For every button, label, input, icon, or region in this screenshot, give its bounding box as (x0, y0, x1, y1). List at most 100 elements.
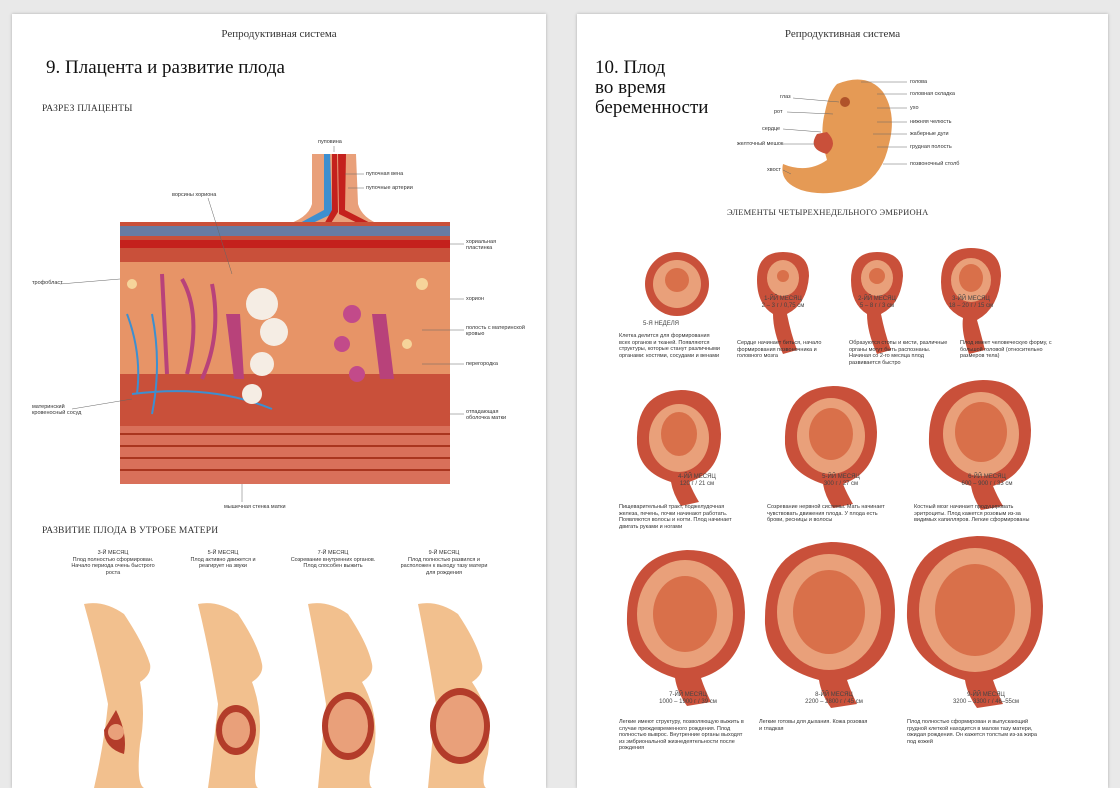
fetus-month-4 (636, 390, 721, 506)
row2-caption-3: Костный мозг начинает продуцировать эрит… (914, 504, 1030, 523)
label-chorionic-villi: ворсины хориона (172, 192, 217, 198)
left-page-header: Репродуктивная система (221, 28, 337, 40)
stage-9-text: Плод полностью развился и расположен к в… (400, 556, 488, 576)
fetus-month-7 (626, 550, 745, 706)
label-maternal-vessel: материнский кровеносный сосуд (32, 404, 82, 416)
row3-caption-3: Плод полностью сформирован и выпускающий… (907, 719, 1037, 745)
row2-caption-2: Созревание нервной системы. Мать начинае… (767, 504, 885, 523)
row1-month-4-size: 18 – 20 г / 15 см (948, 303, 994, 309)
right-page: Репродуктивная система 10. Плод во время… (577, 14, 1108, 788)
fetus-month-2 (851, 252, 903, 354)
stage-7-caption: 7-Й МЕСЯЦ Созревание внутренних органов.… (288, 550, 378, 570)
fetus-row-2 (636, 380, 1031, 510)
label-muscle-wall: мышечная стенка матки (224, 504, 286, 510)
row2-month-1-label: 4-ЙЙ МЕСЯЦ (678, 474, 716, 480)
row1-month-4-label: 3-ЙЙ МЕСЯЦ (952, 296, 990, 302)
label-umbilical-cord: пуповина (318, 139, 342, 145)
row3-month-1-size: 1000 – 1900 г / 39 см (659, 699, 717, 705)
right-page-header: Репродуктивная система (784, 28, 901, 40)
row1-month-3-size: 5 – 8 г / 3 см (859, 303, 895, 309)
placenta-section-heading: РАЗРЕЗ ПЛАЦЕНТЫ (42, 104, 133, 114)
fetus-month-5 (784, 386, 877, 508)
row1-month-2-label: 1-ЙЙ МЕСЯЦ (764, 296, 802, 302)
row2-month-3-size: 600 – 900 г / 33 см (961, 481, 1013, 487)
label-head: голова (910, 79, 928, 85)
torso-month-7 (308, 603, 376, 788)
row3-month-2-label: 8-ЙЙ МЕСЯЦ (815, 692, 853, 698)
label-mouth: рот (774, 109, 783, 115)
label-heart: сердце (762, 126, 781, 132)
fetus-month-6 (928, 380, 1031, 510)
placenta-block (120, 222, 450, 484)
label-head-fold: головная складка (910, 91, 955, 97)
stage-7-month: 7-Й МЕСЯЦ (317, 550, 349, 556)
stage-9-caption: 9-Й МЕСЯЦ Плод полностью развился и расп… (398, 550, 490, 576)
label-ear: ухо (910, 105, 919, 111)
fetus-month-8 (764, 542, 895, 708)
row1-month-1: 5-Я НЕДЕЛЯ (642, 321, 679, 327)
row3-caption-2: Легкие готовы для дыхания. Кожа розовая … (759, 719, 868, 732)
row1-month-3-label: 2-ЙЙ МЕСЯЦ (858, 296, 896, 302)
stage-9-month: 9-Й МЕСЯЦ (428, 550, 460, 556)
right-title-line-2: во время (595, 77, 666, 98)
embryo-illustration (782, 79, 907, 194)
label-lower-jaw: нижняя челюсть (910, 119, 952, 125)
umbilical-cord-illustration (282, 154, 384, 232)
stage-7-text: Созревание внутренних органов. Плод спос… (290, 556, 376, 570)
development-section-heading: РАЗВИТИЕ ПЛОДА В УТРОБЕ МАТЕРИ (42, 526, 219, 536)
embryo-section-heading: ЭЛЕМЕНТЫ ЧЕТЫРЕХНЕДЕЛЬНОГО ЭМБРИОНА (727, 207, 929, 217)
torso-month-5 (198, 603, 263, 788)
label-chorionic-plate: хориальная пластинка (466, 239, 497, 251)
row2-month-2-size: 300 г / 27 см (823, 481, 859, 487)
label-yolk-sac: желточный мешок (737, 141, 784, 147)
label-chorion: хорион (466, 296, 484, 302)
stage-3-text: Плод полностью сформирован. Начало перио… (71, 556, 155, 576)
row2-month-2-label: 5-ЙЙ МЕСЯЦ (822, 474, 860, 480)
label-decidua: отпадающая оболочка матки (466, 409, 507, 421)
row2-month-1-size: 120 г / 21 см (679, 481, 715, 487)
right-title-line-1: 10. Плод (595, 57, 666, 78)
label-maternal-blood-cavity: полость с материнской кровью (466, 325, 525, 337)
stage-5-text: Плод активно движется и реагирует на зву… (190, 556, 256, 570)
fetus-row-1 (645, 248, 1001, 354)
fetus-month-3 (941, 248, 1001, 354)
row3-month-3-label: 9-ЙЙ МЕСЯЦ (967, 692, 1005, 698)
stage-3-month: 3-Й МЕСЯЦ (97, 550, 129, 556)
label-gill-arches: жаберные дуги (910, 131, 949, 137)
label-eye: глаз (780, 94, 791, 100)
torso-month-3 (84, 603, 151, 788)
left-page: Репродуктивная система 9. Плацента и раз… (12, 14, 546, 788)
row3-caption-1: Легкие имеют структуру, позволяющую выжи… (619, 719, 744, 751)
torso-month-9 (418, 603, 490, 788)
row2-month-3-label: 6-ЙЙ МЕСЯЦ (968, 474, 1006, 480)
label-spine: позвоночный столб (910, 161, 960, 167)
label-umbilical-arteries: пупочные артерии (366, 185, 413, 191)
pregnancy-torsos (84, 603, 490, 788)
row3-month-3-size: 3200 – 3300 г / 46–55см (952, 699, 1020, 705)
label-umbilical-vein: пупочная вена (366, 171, 404, 177)
row1-month-2-size: 2 – 3 г / 0,75 см (761, 303, 805, 309)
label-septum: перегородка (466, 361, 498, 367)
row3-month-1-label: 7-ЙЙ МЕСЯЦ (669, 692, 707, 698)
label-trophoblast: трофобласт (32, 280, 63, 286)
fetus-month-9 (906, 536, 1043, 708)
row1-caption-3: Образуются стопы и кисти, различные орга… (849, 340, 948, 366)
stage-3-caption: 3-Й МЕСЯЦ Плод полностью сформирован. На… (68, 550, 158, 576)
label-chest-cavity: грудная полость (910, 144, 952, 150)
right-title-line-3: беременности (595, 97, 709, 118)
fetus-row-3 (626, 536, 1043, 708)
row1-caption-1: Клетка делится для формирования всех орг… (619, 333, 720, 359)
left-page-title: 9. Плацента и развитие плода (46, 57, 285, 78)
row2-caption-1: Пищеварительный тракт, поджелудочная жел… (619, 504, 732, 530)
row1-caption-2: Сердце начинает биться, начало формирова… (737, 340, 822, 359)
placenta-cross-section (59, 146, 464, 502)
row1-caption-4: Плод имеет человеческую форму, с большой… (960, 340, 1052, 359)
